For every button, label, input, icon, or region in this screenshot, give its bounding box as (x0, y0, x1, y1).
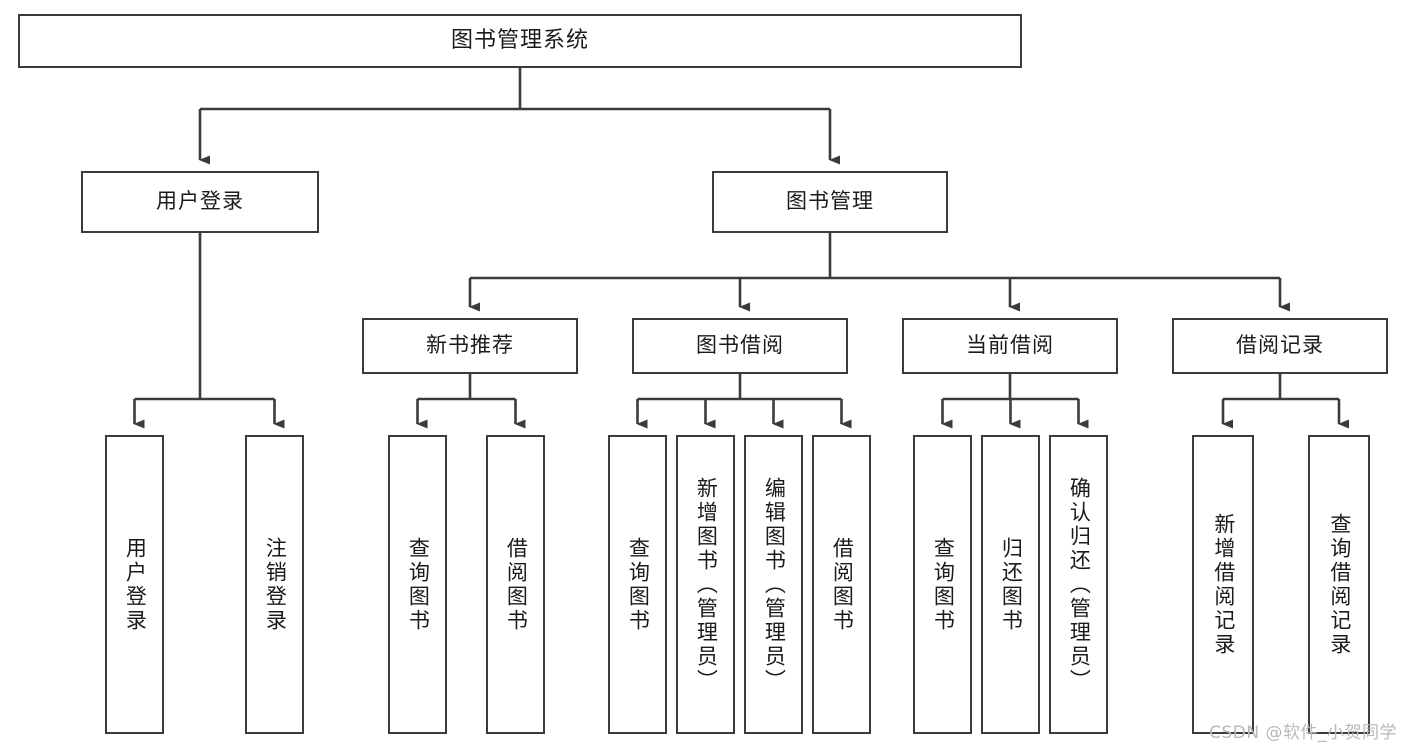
node-label: 用户登录 (156, 189, 244, 214)
node-label: 借阅记录 (1236, 333, 1324, 358)
node-current-borrow[interactable]: 当前借阅 (902, 318, 1118, 374)
node-label: 注销登录 (263, 536, 288, 633)
node-book-borrow[interactable]: 图书借阅 (632, 318, 848, 374)
node-label: 查询图书 (931, 536, 956, 633)
watermark-text: CSDN @软件_小贺同学 (1209, 723, 1397, 743)
node-label: 借阅图书 (830, 536, 855, 633)
node-label: 查询图书 (626, 536, 651, 633)
node-new-book-recommend[interactable]: 新书推荐 (362, 318, 578, 374)
node-leaf-return-book[interactable]: 归还图书 (981, 435, 1040, 734)
node-leaf-edit-book[interactable]: 编辑图书（管理员） (744, 435, 803, 734)
node-leaf-user-login[interactable]: 用户登录 (105, 435, 164, 734)
node-leaf-borrow-book-recommend[interactable]: 借阅图书 (486, 435, 545, 734)
node-label: 新书推荐 (426, 333, 514, 358)
node-leaf-add-book[interactable]: 新增图书（管理员） (676, 435, 735, 734)
node-label: 编辑图书（管理员） (762, 476, 787, 693)
node-leaf-query-borrow-record[interactable]: 查询借阅记录 (1308, 435, 1370, 734)
node-label: 图书管理系统 (450, 27, 589, 53)
node-book-manage[interactable]: 图书管理 (712, 171, 948, 233)
node-label: 借阅图书 (504, 536, 529, 633)
node-label: 确认归还（管理员） (1067, 476, 1092, 693)
node-leaf-confirm-return[interactable]: 确认归还（管理员） (1049, 435, 1108, 734)
node-leaf-borrow-book[interactable]: 借阅图书 (812, 435, 871, 734)
node-leaf-query-book-current[interactable]: 查询图书 (913, 435, 972, 734)
node-label: 查询图书 (406, 536, 431, 633)
node-label: 图书管理 (786, 189, 874, 214)
node-user-login[interactable]: 用户登录 (81, 171, 319, 233)
node-borrow-record[interactable]: 借阅记录 (1172, 318, 1388, 374)
node-label: 当前借阅 (966, 333, 1054, 358)
node-label: 用户登录 (123, 536, 148, 633)
node-label: 新增图书（管理员） (694, 476, 719, 693)
node-label: 归还图书 (999, 536, 1024, 633)
node-leaf-user-logout[interactable]: 注销登录 (245, 435, 304, 734)
node-label: 图书借阅 (696, 333, 784, 358)
node-leaf-query-book-recommend[interactable]: 查询图书 (388, 435, 447, 734)
node-leaf-add-borrow-record[interactable]: 新增借阅记录 (1192, 435, 1254, 734)
node-root[interactable]: 图书管理系统 (18, 14, 1022, 68)
node-label: 查询借阅记录 (1327, 512, 1352, 657)
node-leaf-query-book-borrow[interactable]: 查询图书 (608, 435, 667, 734)
node-label: 新增借阅记录 (1211, 512, 1236, 657)
